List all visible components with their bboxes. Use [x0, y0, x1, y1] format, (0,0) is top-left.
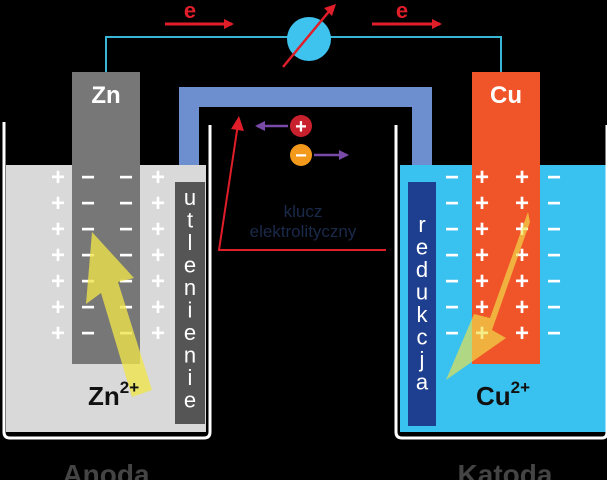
vertical-letter: l — [188, 230, 193, 255]
minus-sign: − — [445, 216, 459, 243]
plus-sign: + — [151, 242, 165, 269]
minus-sign: − — [445, 320, 459, 347]
minus-sign: − — [81, 164, 95, 191]
vertical-letter: r — [418, 212, 425, 237]
vertical-letter: d — [416, 257, 428, 282]
minus-sign: − — [547, 216, 561, 243]
left-beaker — [2, 122, 212, 440]
minus-sign: − — [81, 216, 95, 243]
vertical-letter: t — [187, 208, 193, 233]
plus-sign: + — [475, 164, 489, 191]
left-charge-signs: +−−++−−++−−++−−++−−++−−++−−+ — [51, 164, 165, 347]
zn-electrode — [72, 72, 140, 364]
minus-sign: − — [81, 190, 95, 217]
minus-sign: − — [547, 242, 561, 269]
minus-sign: − — [119, 190, 133, 217]
plus-sign: + — [51, 268, 65, 295]
minus-sign: − — [547, 268, 561, 295]
plus-sign: + — [475, 216, 489, 243]
plus-sign: + — [475, 190, 489, 217]
vertical-letter: e — [184, 388, 196, 413]
plus-sign: + — [51, 320, 65, 347]
anion-icon: − — [290, 144, 312, 167]
vertical-letter: n — [184, 275, 196, 300]
plus-sign: + — [475, 242, 489, 269]
plus-sign: + — [515, 190, 529, 217]
minus-sign: − — [119, 164, 133, 191]
minus-sign: − — [547, 164, 561, 191]
minus-sign: − — [445, 190, 459, 217]
vertical-letter: u — [184, 185, 196, 210]
vertical-letter: e — [416, 235, 428, 260]
anode-label: Anoda — [62, 459, 150, 480]
vertical-letter: i — [188, 365, 193, 390]
plus-sign: + — [151, 294, 165, 321]
vertical-letter: c — [417, 325, 428, 350]
minus-sign: − — [547, 320, 561, 347]
svg-text:+: + — [295, 116, 307, 138]
cu-electrode-label: Cu — [490, 82, 522, 109]
plus-sign: + — [51, 216, 65, 243]
minus-sign: − — [81, 320, 95, 347]
zn-electrode-label: Zn — [91, 82, 120, 109]
right-ion-label: Cu2+ — [476, 378, 530, 411]
minus-sign: − — [445, 242, 459, 269]
left-flow-arrow — [86, 232, 152, 397]
plus-sign: + — [151, 216, 165, 243]
vertical-letter: a — [416, 370, 429, 395]
plus-sign: + — [151, 164, 165, 191]
meter-icon — [282, 4, 336, 68]
plus-sign: + — [151, 320, 165, 347]
external-wire — [105, 36, 502, 72]
salt-bridge-pointer-head — [231, 116, 244, 131]
cathode-label: Katoda — [458, 459, 553, 480]
plus-sign: + — [151, 268, 165, 295]
right-charge-signs: −++−−++−−++−−++−−++−−++−−++− — [445, 164, 561, 347]
salt-bridge-label-line1: klucz — [284, 202, 323, 221]
plus-sign: + — [151, 190, 165, 217]
minus-sign: − — [119, 242, 133, 269]
cation-icon: + — [290, 115, 312, 138]
vertical-letter: i — [188, 298, 193, 323]
plus-sign: + — [515, 294, 529, 321]
plus-sign: + — [515, 268, 529, 295]
plus-sign: + — [475, 268, 489, 295]
minus-sign: − — [445, 294, 459, 321]
electron-label-left: e — [184, 0, 196, 23]
plus-sign: + — [51, 190, 65, 217]
minus-sign: − — [119, 216, 133, 243]
plus-sign: + — [475, 294, 489, 321]
plus-sign: + — [515, 164, 529, 191]
minus-sign: − — [547, 294, 561, 321]
plus-sign: + — [51, 164, 65, 191]
vertical-letter: k — [417, 302, 429, 327]
electron-label-right: e — [396, 0, 408, 23]
vertical-letter: u — [416, 280, 428, 305]
plus-sign: + — [51, 242, 65, 269]
minus-sign: − — [445, 268, 459, 295]
vertical-letter: n — [184, 343, 196, 368]
salt-bridge-pointer — [217, 123, 386, 251]
svg-text:−: − — [295, 145, 307, 167]
minus-sign: − — [81, 294, 95, 321]
reduction-label-box — [408, 182, 436, 426]
minus-sign: − — [547, 190, 561, 217]
vertical-letter: e — [184, 253, 196, 278]
vertical-letter: e — [184, 320, 196, 345]
minus-sign: − — [445, 164, 459, 191]
plus-sign: + — [515, 320, 529, 347]
salt-bridge-label-line2: elektrolityczny — [250, 222, 357, 241]
right-flow-arrow — [446, 212, 530, 380]
oxidation-label-box — [175, 182, 205, 424]
left-ion-label: Zn2+ — [88, 378, 139, 411]
vertical-letter: j — [419, 347, 425, 372]
salt-bridge — [179, 87, 432, 172]
plus-sign: + — [51, 294, 65, 321]
